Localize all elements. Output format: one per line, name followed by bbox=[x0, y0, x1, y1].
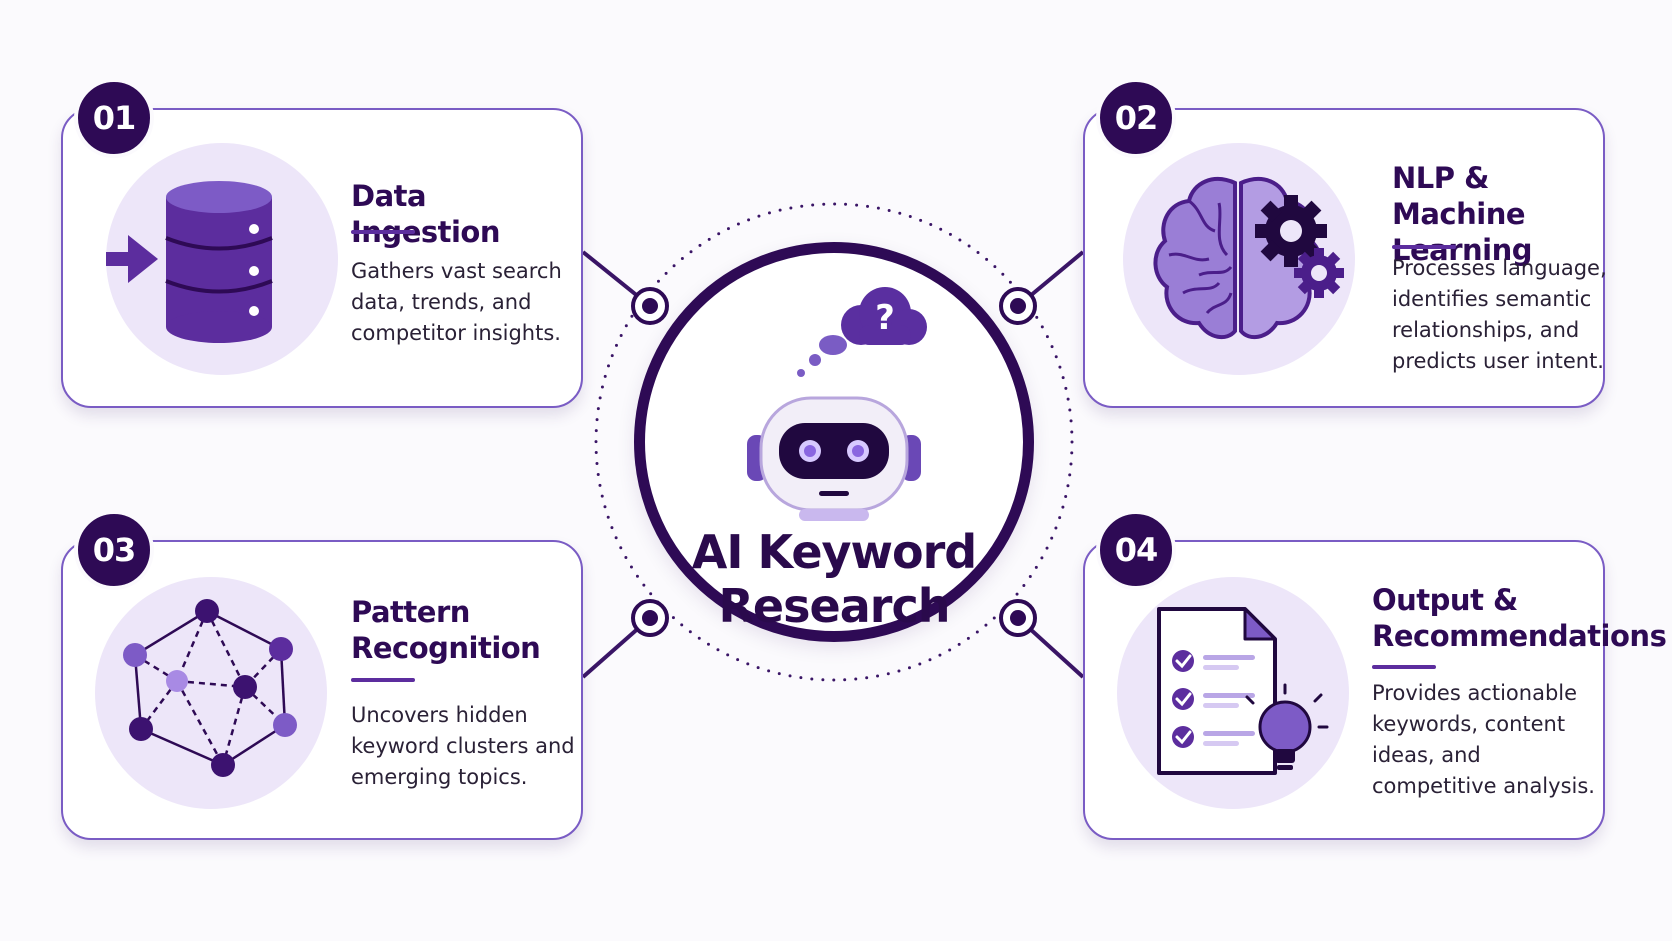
center-hub: ? AI Keyword Research bbox=[634, 242, 1034, 642]
center-title: AI Keyword Research bbox=[645, 525, 1023, 633]
step-title: Pattern Recognition bbox=[351, 595, 541, 665]
connector-node-1 bbox=[631, 287, 669, 325]
center-title-line-2: Research bbox=[718, 579, 951, 633]
step-number-badge: 02 bbox=[1096, 78, 1176, 158]
step-description: Gathers vast search data, trends, and co… bbox=[351, 259, 562, 345]
title-underline bbox=[1392, 245, 1456, 249]
step-card-4: 04 bbox=[1083, 510, 1667, 840]
title-underline bbox=[351, 678, 415, 682]
title-underline bbox=[1372, 665, 1436, 669]
step-description: Provides actionable keywords, content id… bbox=[1372, 681, 1595, 798]
step-number-badge: 01 bbox=[74, 78, 154, 158]
step-title: Data Ingestion bbox=[351, 179, 501, 249]
center-title-line-1: AI Keyword bbox=[691, 525, 977, 579]
connector-node-3 bbox=[631, 599, 669, 637]
icon-circle bbox=[95, 577, 327, 809]
step-description: Uncovers hidden keyword clusters and eme… bbox=[351, 703, 575, 789]
step-card-2: 02 bbox=[1083, 78, 1607, 408]
svg-text:?: ? bbox=[875, 298, 895, 338]
icon-circle bbox=[1123, 143, 1355, 375]
step-number-badge: 03 bbox=[74, 510, 154, 590]
checklist-document-lightbulb-icon bbox=[1157, 607, 1329, 775]
lightbulb-icon bbox=[1245, 683, 1329, 770]
title-underline bbox=[351, 230, 415, 234]
step-number-badge: 04 bbox=[1096, 510, 1176, 590]
step-description: Processes language, identifies semantic … bbox=[1392, 256, 1607, 373]
dotted-orbit bbox=[594, 202, 1074, 682]
robot-icon: ? bbox=[747, 287, 927, 521]
step-title: Output & Recommendations bbox=[1372, 583, 1667, 653]
icon-circle bbox=[77, 143, 338, 375]
icon-circle bbox=[1117, 577, 1349, 809]
step-title: NLP & Machine Learning bbox=[1392, 161, 1533, 267]
database-icon bbox=[77, 181, 273, 343]
brain-gears-icon bbox=[1153, 177, 1344, 340]
step-card-3: 03 bbox=[61, 510, 583, 840]
connector-node-4 bbox=[999, 599, 1037, 637]
network-graph-icon bbox=[123, 599, 297, 777]
step-card-1: 01 Data Ingestion Gathers vast search da… bbox=[61, 78, 583, 408]
connector-node-2 bbox=[999, 287, 1037, 325]
question-cloud-icon: ? bbox=[841, 287, 927, 345]
